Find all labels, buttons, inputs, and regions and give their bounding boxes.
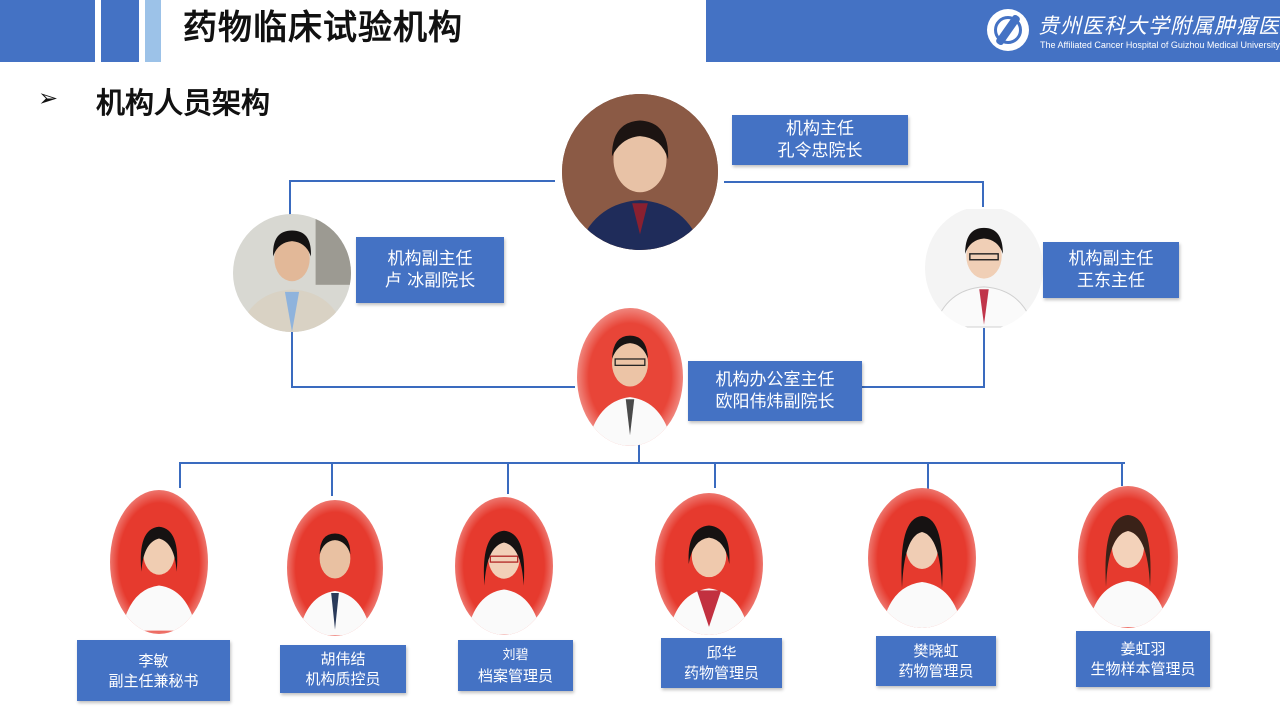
staff-role: 生物样本管理员 — [1090, 660, 1196, 678]
connector-line — [982, 181, 984, 207]
staff-label-4: 邱华 药物管理员 — [661, 638, 782, 688]
staff-label-5: 樊晓虹 药物管理员 — [876, 636, 996, 686]
deputy-right-name: 王东主任 — [1077, 271, 1145, 291]
staff-photo-1 — [110, 490, 208, 634]
staff-name: 胡伟结 — [320, 650, 366, 668]
deputy-right-photo — [925, 206, 1043, 330]
hospital-name-en: The Affiliated Cancer Hospital of Guizho… — [1040, 40, 1280, 50]
portrait-icon — [587, 335, 673, 446]
connector-line — [1121, 462, 1123, 486]
deputy-left-name: 卢 冰副院长 — [384, 271, 476, 291]
staff-label-3: 刘碧 档案管理员 — [458, 640, 573, 691]
connector-line — [179, 462, 1125, 464]
staff-photo-5 — [868, 488, 976, 628]
header-bar-left — [0, 0, 95, 62]
connector-line — [291, 386, 575, 388]
director-label: 机构主任 孔令忠院长 — [732, 115, 908, 165]
connector-line — [331, 462, 333, 496]
staff-photo-2 — [287, 500, 383, 636]
connector-line — [714, 462, 716, 488]
connector-line — [983, 328, 985, 388]
staff-label-6: 姜虹羽 生物样本管理员 — [1076, 631, 1210, 687]
connector-line — [638, 444, 640, 464]
deputy-left-role: 机构副主任 — [387, 249, 473, 269]
header-stripe — [101, 0, 139, 62]
office-director-photo — [577, 308, 683, 446]
deputy-left-label: 机构副主任 卢 冰副院长 — [356, 237, 504, 303]
staff-photo-3 — [455, 497, 553, 635]
connector-line — [289, 180, 555, 182]
staff-role: 档案管理员 — [477, 666, 553, 685]
staff-role: 药物管理员 — [683, 664, 759, 682]
deputy-left-photo — [233, 214, 351, 332]
staff-photo-6 — [1078, 486, 1178, 628]
staff-label-2: 胡伟结 机构质控员 — [280, 645, 406, 693]
staff-photo-4 — [655, 493, 763, 635]
connector-line — [724, 181, 984, 183]
page-title: 药物临床试验机构 — [183, 8, 463, 48]
staff-name: 邱华 — [706, 644, 737, 662]
office-director-label: 机构办公室主任 欧阳伟炜副院长 — [688, 361, 862, 421]
connector-line — [927, 462, 929, 492]
connector-line — [861, 386, 985, 388]
connector-line — [179, 462, 181, 488]
portrait-icon — [882, 516, 962, 628]
staff-name: 李敏 — [138, 651, 169, 670]
portrait-icon — [1088, 515, 1168, 627]
deputy-right-role: 机构副主任 — [1068, 249, 1154, 269]
director-role: 机构主任 — [786, 119, 854, 139]
staff-role: 副主任兼秘书 — [108, 671, 199, 690]
portrait-icon — [562, 94, 718, 250]
staff-name: 樊晓虹 — [913, 642, 959, 660]
portrait-icon — [233, 214, 351, 332]
portrait-icon — [298, 533, 372, 636]
staff-label-1: 李敏 副主任兼秘书 — [77, 640, 230, 701]
connector-line — [507, 462, 509, 494]
director-name: 孔令忠院长 — [777, 141, 863, 161]
connector-line — [291, 328, 293, 388]
section-title: 机构人员架构 — [96, 86, 271, 120]
office-director-role: 机构办公室主任 — [715, 370, 835, 390]
director-photo — [562, 94, 718, 250]
connector-line — [289, 180, 291, 216]
staff-name: 刘碧 — [502, 647, 529, 663]
deputy-right-label: 机构副主任 王东主任 — [1043, 242, 1179, 298]
header-stripe-light — [145, 0, 161, 62]
bullet-arrow-icon: ➢ — [38, 84, 59, 112]
portrait-icon — [466, 530, 542, 635]
office-director-name: 欧阳伟炜副院长 — [715, 392, 835, 412]
portrait-icon — [925, 209, 1043, 328]
portrait-icon — [121, 526, 197, 631]
staff-role: 机构质控员 — [305, 670, 381, 688]
hospital-name-cn: 贵州医科大学附属肿瘤医院 — [1038, 14, 1280, 38]
portrait-icon — [668, 525, 750, 635]
staff-role: 药物管理员 — [898, 662, 974, 680]
staff-name: 姜虹羽 — [1120, 640, 1166, 658]
hospital-logo-icon — [987, 9, 1029, 51]
